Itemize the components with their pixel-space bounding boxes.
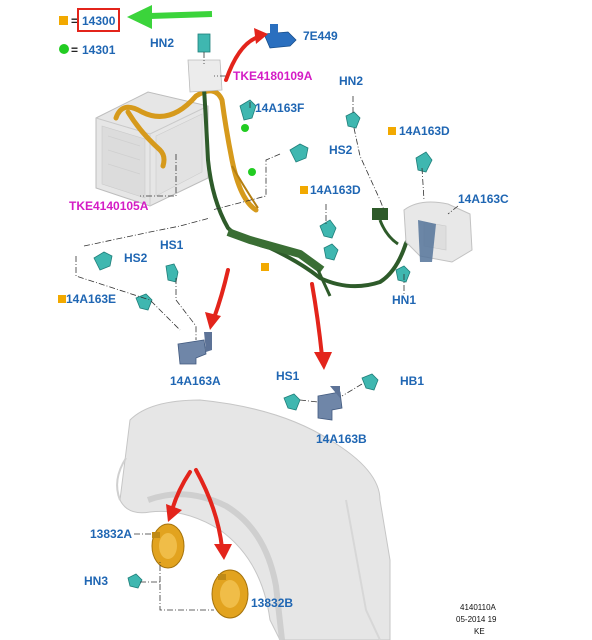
label-14a163d-right[interactable]: 14A163D: [399, 124, 450, 138]
horn-13832a: [151, 523, 185, 569]
fasteners: [93, 99, 433, 589]
label-7e449[interactable]: 7E449: [303, 29, 338, 43]
label-tke4180109a[interactable]: TKE4180109A: [233, 69, 313, 83]
label-hs1-left[interactable]: HS1: [160, 238, 184, 252]
clip-hs2-mid: [289, 143, 309, 163]
label-tke4140105a[interactable]: TKE4140105A: [69, 199, 149, 213]
leader-lines: [75, 52, 459, 611]
label-14a163d-mid[interactable]: 14A163D: [310, 183, 361, 197]
terminal-bracket: [187, 59, 223, 93]
harness-connector: [372, 208, 388, 220]
label-hn2-right[interactable]: HN2: [339, 74, 363, 88]
main-harness: [187, 33, 416, 297]
red-arrows: [166, 28, 332, 560]
label-14a163e[interactable]: 14A163E: [66, 292, 116, 306]
footer-date: 05-2014 19: [456, 615, 497, 624]
label-14a163f[interactable]: 14A163F: [255, 101, 304, 115]
bracket-14a163b: [317, 386, 343, 421]
part-number-highlight-box: [77, 8, 120, 32]
horn-13832b: [211, 569, 249, 619]
label-hs2-left[interactable]: HS2: [124, 251, 148, 265]
drawing-footer: 4140110A 05-2014 19 KE: [456, 603, 497, 636]
legend-part-14301[interactable]: 14301: [82, 43, 116, 57]
part-labels: HN2 7E449 TKE4180109A HN2 14A163F 14A163…: [66, 29, 509, 610]
sensor-7e449: [263, 24, 297, 49]
marker-square-14a163e: [58, 295, 66, 303]
legend-circle-marker: [59, 44, 69, 54]
footer-drawing-number: 4140110A: [460, 603, 497, 612]
bracket-14a163a: [177, 332, 212, 365]
legend: = 14300 = 14301: [59, 8, 120, 57]
label-14a163c[interactable]: 14A163C: [458, 192, 509, 206]
clip-hs1-lower: [283, 393, 301, 411]
label-hs2-mid[interactable]: HS2: [329, 143, 353, 157]
green-pointer-arrow: [127, 5, 213, 29]
clip-lower-harness: [323, 243, 339, 261]
marker-square-14a163d-mid: [300, 186, 308, 194]
legend-equals-2: =: [71, 43, 78, 57]
label-hn2-top[interactable]: HN2: [150, 36, 174, 50]
diagram-markers: [58, 124, 396, 303]
legend-part-14300[interactable]: 14300: [82, 14, 116, 28]
footer-code: KE: [474, 627, 485, 636]
clip-hn1: [395, 265, 411, 283]
clip-14a163d-right: [415, 151, 433, 173]
marker-square-14a163d-right: [388, 127, 396, 135]
clip-hs2-left: [93, 251, 113, 271]
front-fender: [116, 399, 391, 640]
label-hn3[interactable]: HN3: [84, 574, 108, 588]
label-hn1[interactable]: HN1: [392, 293, 416, 307]
clip-14a163d-mid: [319, 219, 337, 239]
label-13832b[interactable]: 13832B: [251, 596, 293, 610]
hn2-nut-top: [197, 33, 211, 53]
label-14a163b[interactable]: 14A163B: [316, 432, 367, 446]
clip-hn3: [127, 573, 143, 589]
marker-circle-harness: [248, 168, 256, 176]
label-14a163a[interactable]: 14A163A: [170, 374, 221, 388]
label-13832a[interactable]: 13832A: [90, 527, 132, 541]
battery: [95, 91, 209, 207]
clip-hn2-right: [345, 111, 361, 129]
marker-square-harness: [261, 263, 269, 271]
clip-hb1: [361, 373, 379, 391]
clip-hs1-left: [165, 263, 179, 283]
label-hb1[interactable]: HB1: [400, 374, 424, 388]
fuse-box: [403, 201, 473, 263]
clip-14a163f: [239, 99, 257, 121]
clip-14a163e: [135, 293, 153, 311]
legend-square-marker: [59, 16, 68, 25]
legend-equals-1: =: [71, 14, 78, 28]
label-hs1-lower[interactable]: HS1: [276, 369, 300, 383]
marker-circle-14a163f: [241, 124, 249, 132]
